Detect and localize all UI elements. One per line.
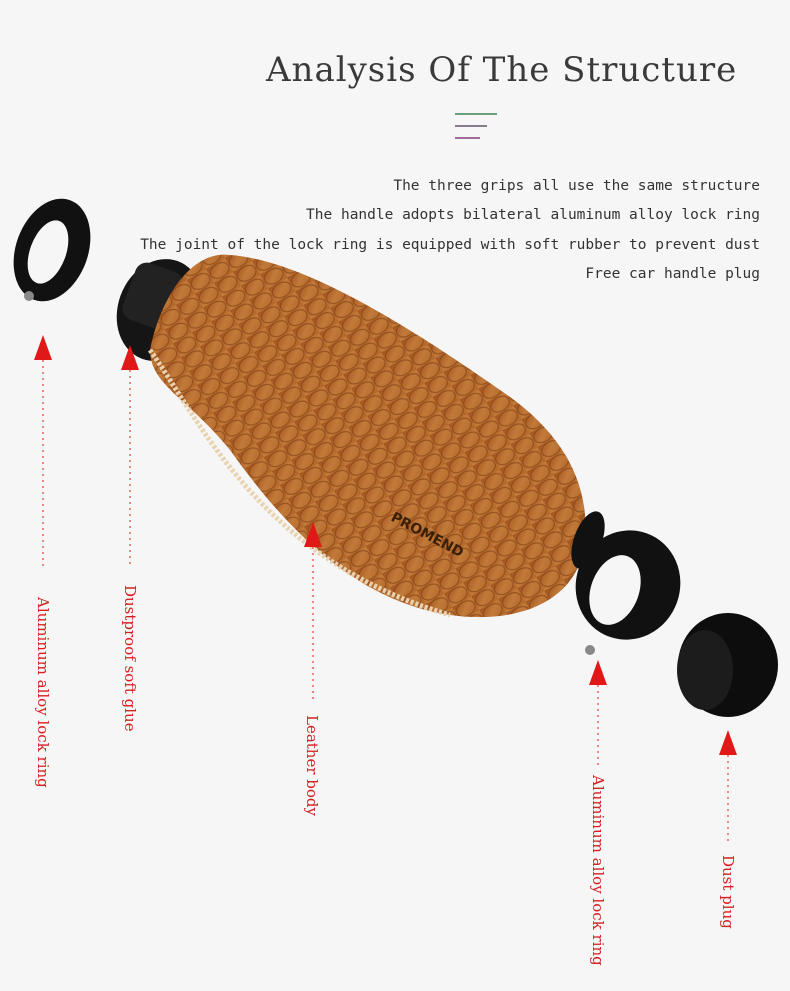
- label-dust-plug: Dust plug: [719, 855, 737, 929]
- arrow-dustproof-glue: [121, 345, 139, 568]
- description: The three grips all use the same structu…: [140, 172, 760, 289]
- label-leather-body: Leather body: [303, 715, 321, 816]
- label-dustproof-soft-glue: Dustproof soft glue: [121, 585, 139, 732]
- arrow-dust-plug: [719, 730, 737, 842]
- dust-plug-image: [677, 613, 778, 717]
- description-line: The joint of the lock ring is equipped w…: [140, 236, 760, 253]
- label-aluminum-lock-ring-left: Aluminum alloy lock ring: [34, 597, 52, 788]
- label-aluminum-lock-ring-right: Aluminum alloy lock ring: [589, 775, 607, 966]
- decor-line-3: [455, 137, 480, 139]
- left-lock-ring-image: [13, 198, 91, 302]
- decor-line-1: [455, 113, 497, 115]
- decor-line-2: [455, 125, 487, 127]
- description-line: The three grips all use the same structu…: [393, 178, 760, 194]
- arrow-left-lock-ring: [34, 335, 52, 568]
- arrow-right-lock-ring: [589, 660, 607, 765]
- leather-body-image: [147, 254, 586, 618]
- right-lock-ring-image: [575, 530, 681, 655]
- page-title: Analysis Of The Structure: [266, 50, 738, 90]
- arrow-leather-body: [304, 522, 322, 700]
- description-line: The handle adopts bilateral aluminum all…: [306, 207, 760, 224]
- description-line: Free car handle plug: [585, 265, 760, 282]
